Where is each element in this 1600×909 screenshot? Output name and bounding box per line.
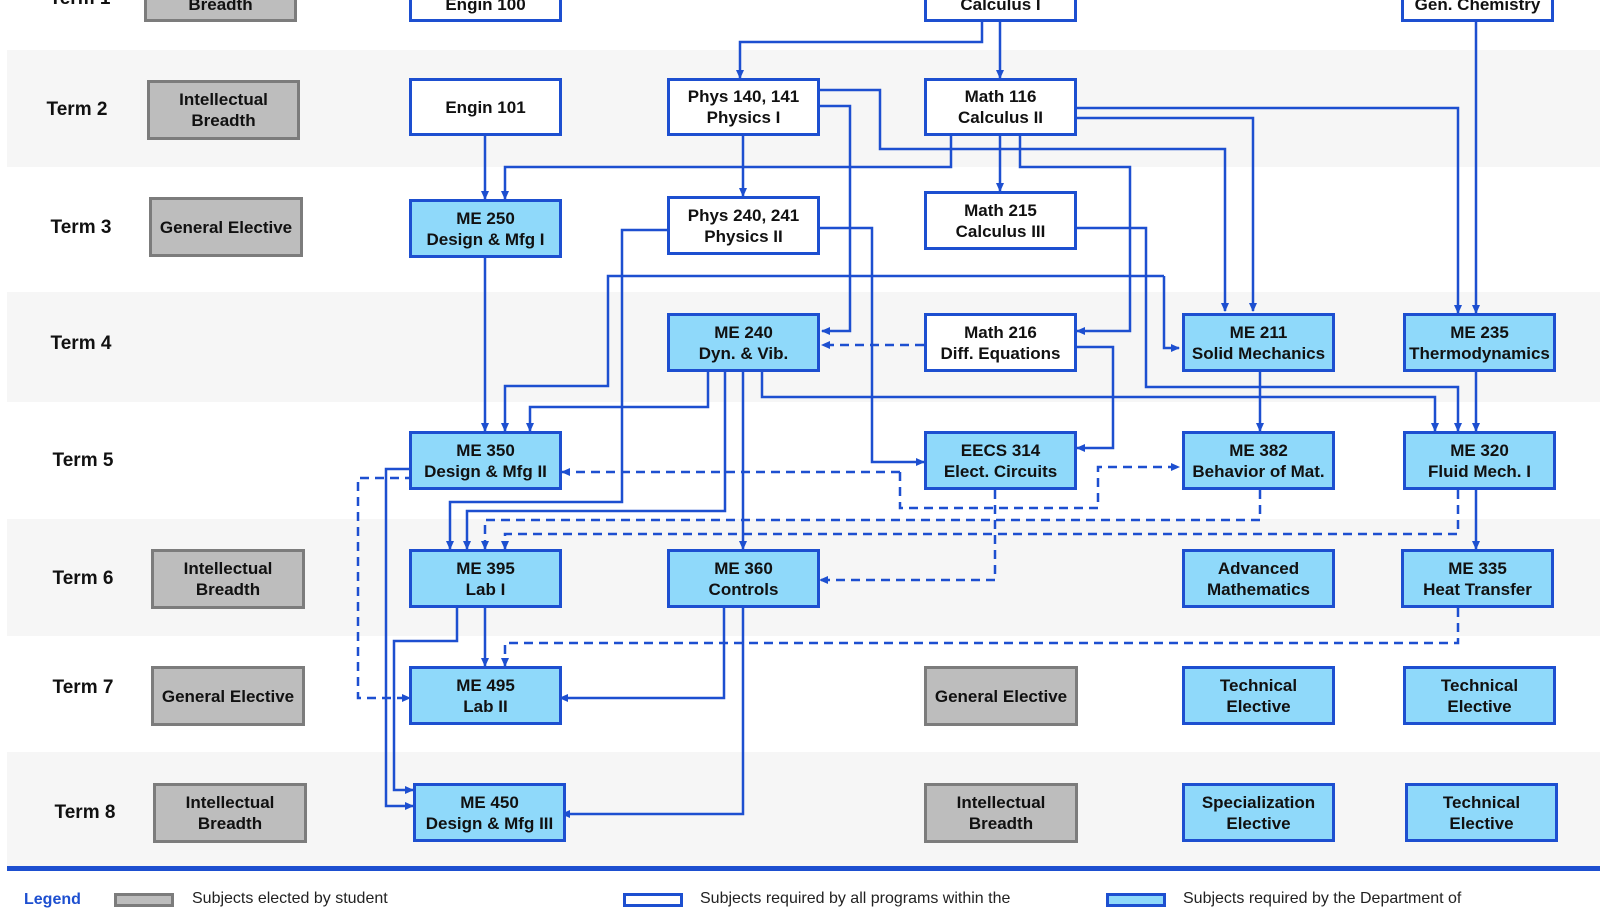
course-t2-breadth[interactable]: Intellectual Breadth xyxy=(147,80,300,140)
course-phys140[interactable]: Phys 140, 141 Physics I xyxy=(667,78,820,136)
course-me320[interactable]: ME 320 Fluid Mech. I xyxy=(1403,431,1556,490)
legend-divider xyxy=(7,866,1600,871)
course-t8-breadth-2[interactable]: Intellectual Breadth xyxy=(924,783,1078,843)
course-me240[interactable]: ME 240 Dyn. & Vib. xyxy=(667,313,820,372)
course-engin100[interactable]: Engin 100 xyxy=(409,0,562,22)
course-me395[interactable]: ME 395 Lab I xyxy=(409,549,562,608)
course-chemistry[interactable]: Gen. Chemistry xyxy=(1401,0,1554,22)
legend-text-required-all: Subjects required by all programs within… xyxy=(700,890,1011,907)
course-t1-breadth[interactable]: Breadth xyxy=(144,0,297,22)
term-label-4: Term 4 xyxy=(50,333,112,354)
course-phys240[interactable]: Phys 240, 241 Physics II xyxy=(667,196,820,255)
course-me360[interactable]: ME 360 Controls xyxy=(667,549,820,608)
term-label-2: Term 2 xyxy=(46,99,108,120)
term-label-1: Term 1 xyxy=(25,0,135,10)
course-me350[interactable]: ME 350 Design & Mfg II xyxy=(409,431,562,490)
course-t8-breadth[interactable]: Intellectual Breadth xyxy=(153,783,307,843)
course-advanced-math[interactable]: Advanced Mathematics xyxy=(1182,549,1335,608)
course-t7-technical-elective-1[interactable]: Technical Elective xyxy=(1182,666,1335,725)
course-me335[interactable]: ME 335 Heat Transfer xyxy=(1401,549,1554,608)
legend-swatch-required-all xyxy=(623,893,683,907)
course-engin101[interactable]: Engin 101 xyxy=(409,78,562,136)
term-label-6: Term 6 xyxy=(52,568,114,589)
course-t7-technical-elective-2[interactable]: Technical Elective xyxy=(1403,666,1556,725)
course-math216[interactable]: Math 216 Diff. Equations xyxy=(924,313,1077,372)
course-t8-technical-elective[interactable]: Technical Elective xyxy=(1405,783,1558,842)
course-me450[interactable]: ME 450 Design & Mfg III xyxy=(413,783,566,842)
course-me382[interactable]: ME 382 Behavior of Mat. xyxy=(1182,431,1335,490)
course-me211[interactable]: ME 211 Solid Mechanics xyxy=(1182,313,1335,372)
course-eecs314[interactable]: EECS 314 Elect. Circuits xyxy=(924,431,1077,490)
course-math116[interactable]: Math 116 Calculus II xyxy=(924,78,1077,136)
legend-text-required-dept: Subjects required by the Department of xyxy=(1183,890,1462,907)
course-me235[interactable]: ME 235 Thermodynamics xyxy=(1403,313,1556,372)
legend-swatch-elected xyxy=(114,893,174,907)
term-label-5: Term 5 xyxy=(52,450,114,471)
course-math215[interactable]: Math 215 Calculus III xyxy=(924,191,1077,250)
course-t3-general-elective[interactable]: General Elective xyxy=(149,197,303,257)
course-t8-specialization-elective[interactable]: Specialization Elective xyxy=(1182,783,1335,842)
course-me250[interactable]: ME 250 Design & Mfg I xyxy=(409,199,562,258)
legend-swatch-required-dept xyxy=(1106,893,1166,907)
course-math115[interactable]: Calculus I xyxy=(924,0,1077,22)
course-t7-general-elective-2[interactable]: General Elective xyxy=(924,666,1078,726)
legend-title: Legend xyxy=(24,891,81,908)
term-label-3: Term 3 xyxy=(50,217,112,238)
course-t6-breadth[interactable]: Intellectual Breadth xyxy=(151,549,305,609)
course-me495[interactable]: ME 495 Lab II xyxy=(409,666,562,725)
term-label-8: Term 8 xyxy=(54,802,116,823)
course-t7-general-elective[interactable]: General Elective xyxy=(151,666,305,726)
term-label-7: Term 7 xyxy=(52,677,114,698)
legend-text-elected: Subjects elected by student xyxy=(192,890,388,907)
